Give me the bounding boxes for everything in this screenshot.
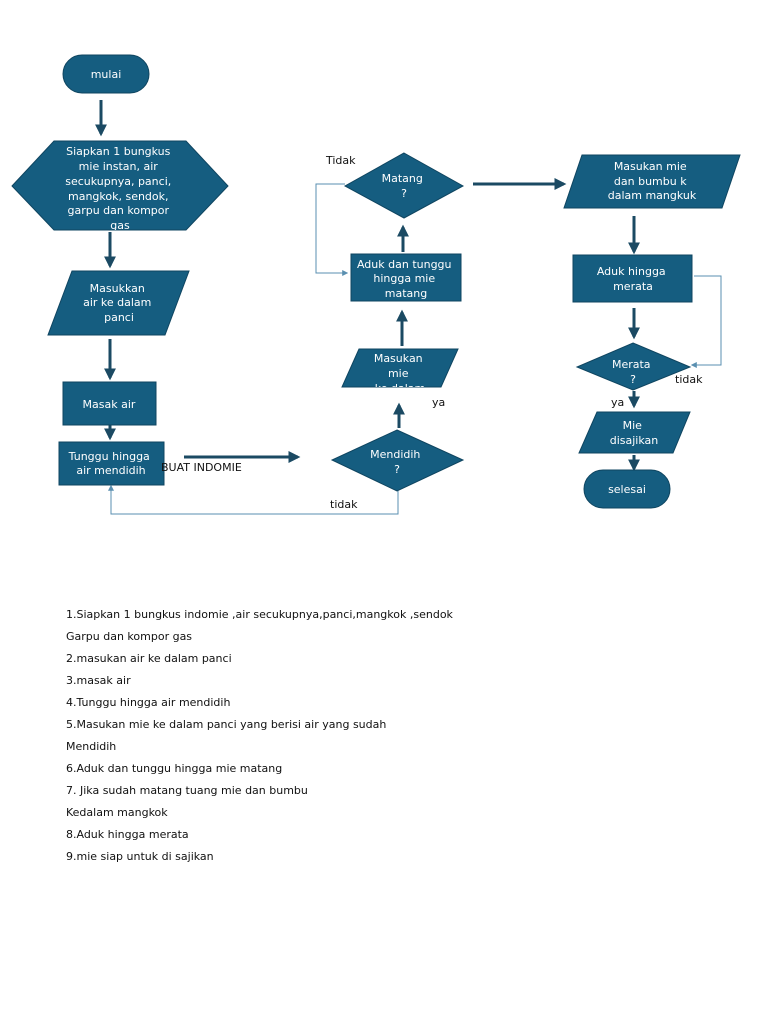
node-cooked-decision: Matang ?	[343, 152, 465, 219]
step-line: Kedalam mangkok	[66, 806, 168, 819]
node-stir-wait-label: Aduk dan tunggu hingga mie matang	[357, 258, 455, 300]
loop-cooked-no	[315, 183, 349, 276]
node-start: mulai	[62, 54, 150, 94]
step-line: 3.masak air	[66, 674, 131, 687]
step-line: 7. Jika sudah matang tuang mie dan bumbu	[66, 784, 308, 797]
node-serve: Mie disajikan	[578, 411, 691, 454]
loop-even-no	[690, 275, 722, 368]
node-end-label: selesai	[608, 483, 646, 496]
node-stir-even: Aduk hingga merata	[572, 254, 693, 303]
node-serve-label: Mie disajikan	[610, 419, 659, 447]
node-add-water-label: Masukkan air ke dalam panci	[83, 282, 155, 324]
label-even-yes: ya	[611, 396, 624, 409]
node-start-label: mulai	[91, 68, 122, 81]
flowchart: mulai Siapkan 1 bungkus mie instan, air …	[11, 54, 741, 515]
node-boiling-decision: Mendidih ?	[330, 429, 465, 492]
node-end: selesai	[583, 469, 671, 509]
node-add-noodles-label: Masukan mie ke dalam	[374, 352, 426, 395]
step-line: 4.Tunggu hingga air mendidih	[66, 696, 231, 709]
node-even-decision-label: Merata ?	[612, 358, 654, 386]
node-wait-boil: Tunggu hingga air mendidih	[58, 441, 165, 486]
step-line: 8.Aduk hingga merata	[66, 828, 189, 841]
connectors	[95, 100, 722, 515]
node-pour-bowl: Masukan mie dan bumbu k dalam mangkuk	[563, 154, 741, 209]
label-boiling-no: tidak	[330, 498, 358, 511]
step-line: Garpu dan kompor gas	[66, 630, 193, 643]
node-pour-bowl-label: Masukan mie dan bumbu k dalam mangkuk	[608, 160, 697, 202]
step-line: Mendidih	[66, 740, 117, 753]
overlap-title: BUAT INDOMIE	[161, 461, 242, 474]
node-even-decision: Merata ?	[575, 342, 692, 391]
step-line: 2.masukan air ke dalam panci	[66, 652, 232, 665]
node-add-noodles: Masukan mie ke dalam	[341, 348, 459, 395]
node-cooked-decision-label: Matang ?	[382, 172, 427, 200]
label-even-no: tidak	[675, 373, 703, 386]
node-stir-wait: Aduk dan tunggu hingga mie matang	[350, 253, 462, 302]
node-wait-boil-label: Tunggu hingga air mendidih	[68, 450, 154, 477]
node-cook-water-label: Masak air	[83, 398, 136, 411]
label-boiling-yes: ya	[432, 396, 445, 409]
node-prepare-label: Siapkan 1 bungkus mie instan, air secuku…	[65, 145, 175, 232]
node-cook-water: Masak air	[62, 381, 157, 426]
step-line: 5.Masukan mie ke dalam panci yang berisi…	[66, 718, 387, 731]
node-prepare: Siapkan 1 bungkus mie instan, air secuku…	[11, 140, 229, 232]
steps-list: 1.Siapkan 1 bungkus indomie ,air secukup…	[66, 604, 716, 868]
step-line: 6.Aduk dan tunggu hingga mie matang	[66, 762, 283, 775]
node-stir-even-label: Aduk hingga merata	[597, 265, 669, 293]
label-cooked-no: Tidak	[325, 154, 356, 167]
loop-boiling-no	[108, 484, 399, 515]
node-add-water: Masukkan air ke dalam panci	[47, 270, 190, 336]
step-line: 1.Siapkan 1 bungkus indomie ,air secukup…	[66, 608, 453, 621]
node-boiling-decision-label: Mendidih ?	[370, 448, 424, 476]
step-line: 9.mie siap untuk di sajikan	[66, 850, 214, 863]
